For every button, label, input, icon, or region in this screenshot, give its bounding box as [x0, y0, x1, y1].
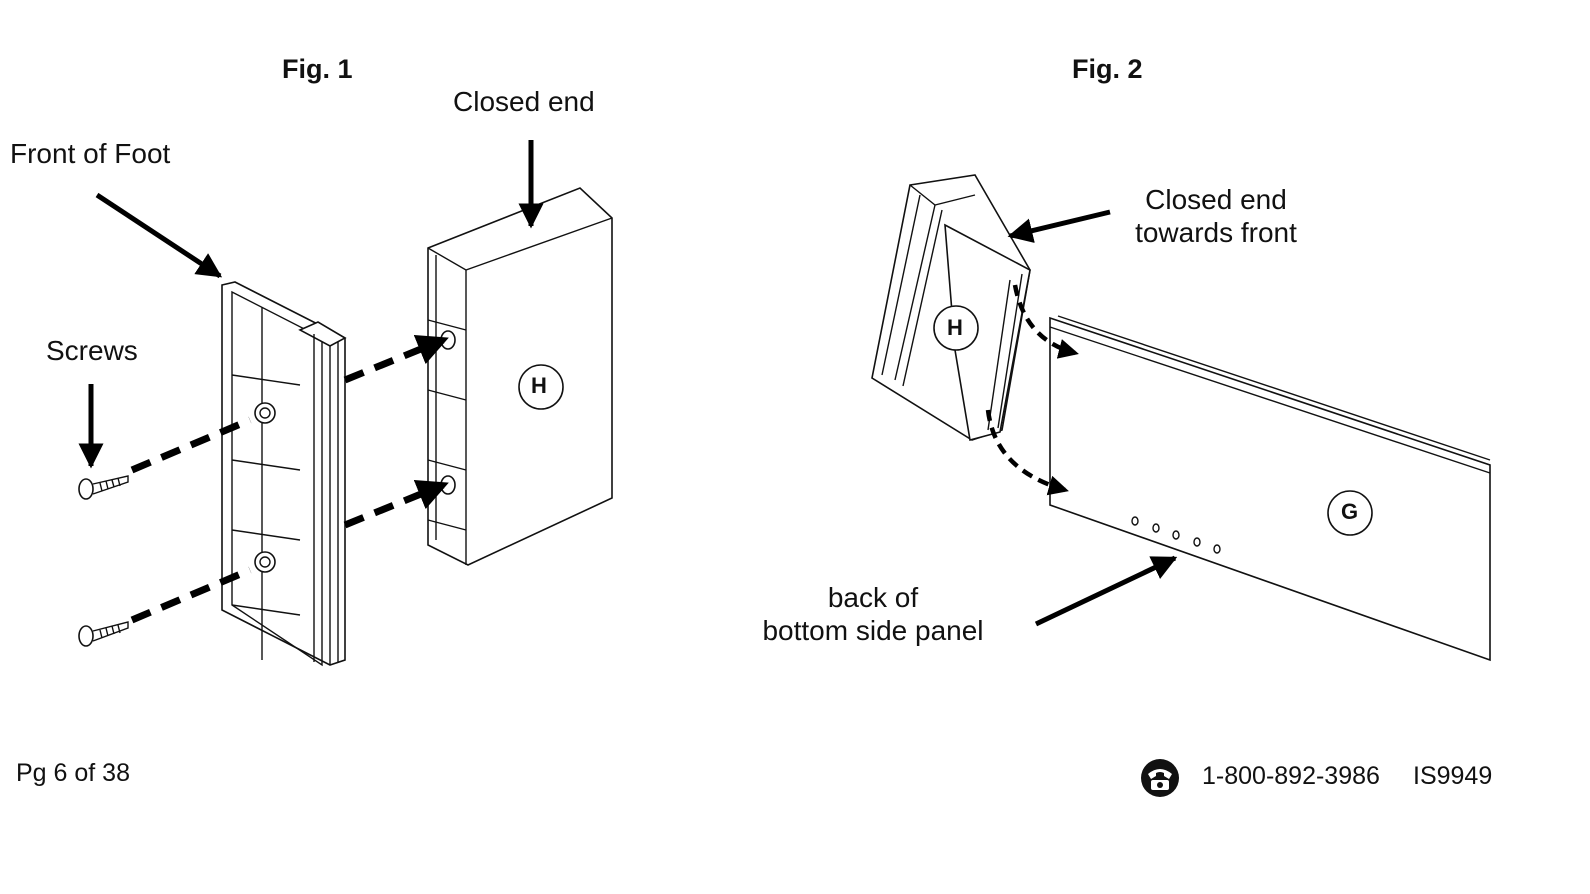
screw-path-top-b: [343, 334, 449, 384]
closed-end-label: Closed end: [453, 86, 595, 117]
back-of-panel-arrow: [1034, 555, 1178, 627]
fig1-screw-top: [78, 475, 129, 500]
fig2-bottom-side-panel-g: [1049, 315, 1491, 662]
fig1-title: Fig. 1: [282, 54, 353, 84]
fig2-title: Fig. 2: [1072, 54, 1143, 84]
front-of-foot-arrow: [95, 192, 223, 279]
back-of-bottom-side-panel-label: back of bottom side panel: [750, 581, 996, 647]
phone-number: 1-800-892-3986: [1202, 762, 1380, 790]
part-h-letter-fig2: H: [947, 315, 963, 340]
part-g-letter: G: [1341, 499, 1359, 524]
part-h-letter-fig1: H: [531, 373, 547, 398]
screw-path-top-a: [130, 416, 252, 474]
fig2-foot-h: [871, 174, 1031, 441]
front-of-foot-label: Front of Foot: [10, 138, 171, 169]
screw-path-bottom-a: [130, 566, 252, 624]
closed-end-towards-front-arrow: [1007, 209, 1111, 243]
telephone-icon: [1141, 759, 1179, 797]
closed-end-line1: Closed end: [1145, 184, 1287, 215]
part-g-marker: [1327, 490, 1373, 536]
foot-slide-path-bottom: [985, 409, 1069, 496]
screws-label: Screws: [46, 335, 138, 366]
back-of-line2: bottom side panel: [762, 615, 984, 646]
back-of-line1: back of: [827, 582, 919, 613]
fig1-foot-front: [221, 281, 347, 667]
document-code: IS9949: [1413, 762, 1493, 790]
part-h-marker-fig1: [518, 364, 564, 410]
page-number: Pg 6 of 38: [16, 759, 130, 787]
part-h-marker-fig2: [933, 305, 979, 351]
closed-end-towards-front-label: Closed end towards front: [1128, 183, 1304, 249]
closed-end-line2: towards front: [1135, 217, 1297, 248]
screw-path-bottom-b: [343, 479, 449, 529]
fig1-screw-bottom: [78, 621, 129, 647]
fig1-foot-insert-h: [427, 187, 613, 566]
